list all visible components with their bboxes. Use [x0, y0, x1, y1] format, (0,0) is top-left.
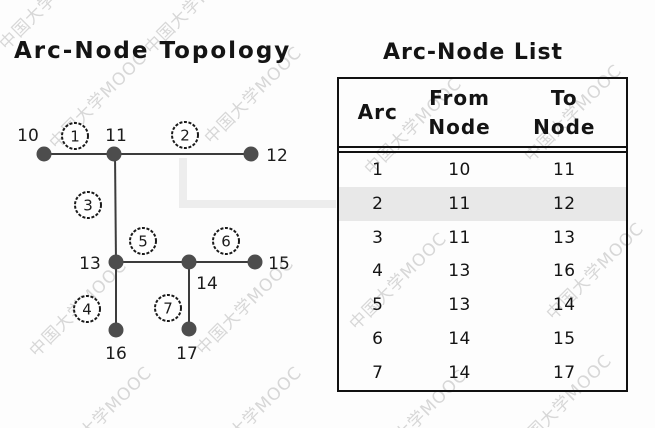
- node-12-dot: [243, 146, 259, 162]
- arc-7-circle: [154, 294, 182, 322]
- table-row: 3 11 13: [339, 221, 626, 255]
- arc-1-badge: 1: [61, 122, 89, 150]
- cell-from: 11: [448, 227, 471, 248]
- cell-to: 12: [552, 193, 576, 214]
- header-from-node: From Node: [416, 79, 502, 146]
- node-17-dot: [181, 321, 197, 337]
- arc-6-badge: 6: [212, 227, 240, 255]
- arc-6-circle: [212, 227, 240, 255]
- arc-node-table: Arc From Node To Node 1 10 11 2 11 12: [337, 77, 628, 392]
- node-13-dot: [108, 254, 124, 270]
- table-row: 4 13 16: [339, 255, 626, 289]
- node-10-dot: [36, 146, 52, 162]
- arc-3-circle: [74, 191, 102, 219]
- node-16-dot: [108, 322, 124, 338]
- cell-to: 15: [552, 329, 576, 350]
- arc-1-number: 1: [70, 128, 80, 146]
- arc-node-list-title: Arc-Node List: [383, 40, 564, 65]
- node-15-dot: [247, 254, 263, 270]
- arc-1-circle: [61, 122, 89, 150]
- node-dots: [36, 146, 263, 338]
- arc-2-badge: 2: [171, 121, 199, 149]
- arc-7-number: 7: [163, 300, 173, 318]
- edge-11-13: [114, 153, 117, 263]
- table-row-highlighted: 2 11 12: [339, 186, 626, 221]
- arc-5-number: 5: [138, 233, 148, 251]
- header-arc: Arc: [339, 79, 416, 146]
- cell-from: 13: [448, 295, 471, 316]
- cell-from: 10: [448, 159, 471, 180]
- table-body: 1 10 11 2 11 12 3 11 13 4 13 16 5 13: [339, 153, 626, 390]
- cell-to: 11: [552, 159, 576, 180]
- table-row: 1 10 11: [339, 153, 626, 187]
- node-11-label: 11: [105, 126, 127, 146]
- topology-title: Arc-Node Topology: [14, 38, 292, 64]
- cell-arc: 6: [372, 329, 384, 350]
- arc-3-number: 3: [83, 197, 93, 215]
- header-arc-label: Arc: [357, 100, 398, 124]
- cell-arc: 7: [372, 363, 384, 384]
- arc-4-number: 4: [82, 301, 92, 319]
- table-row: 5 13 14: [339, 288, 626, 322]
- cell-from: 11: [448, 193, 471, 214]
- cell-arc: 3: [372, 227, 384, 248]
- node-11-dot: [106, 146, 122, 162]
- callout-connector: [179, 158, 336, 208]
- arc-badges: 1 2 3 4 5 6 7: [61, 121, 240, 323]
- arc-2-number: 2: [180, 127, 190, 145]
- cell-arc: 1: [372, 159, 384, 180]
- header-from-line2: Node: [428, 114, 491, 139]
- node-14-dot: [181, 254, 197, 270]
- cell-arc: 5: [372, 295, 384, 316]
- node-16-label: 16: [105, 344, 127, 364]
- header-to-line2: Node: [533, 114, 596, 139]
- header-from-line1: From: [429, 85, 490, 110]
- cell-to: 14: [552, 295, 576, 316]
- arc-7-badge: 7: [154, 294, 182, 322]
- arc-4-circle: [73, 295, 101, 323]
- arc-2-circle: [171, 121, 199, 149]
- cell-from: 14: [448, 329, 471, 350]
- node-13-label: 13: [79, 254, 101, 274]
- cell-to: 16: [552, 261, 576, 282]
- table-header: Arc From Node To Node: [339, 79, 626, 146]
- arc-3-badge: 3: [74, 191, 102, 219]
- arc-6-number: 6: [221, 233, 231, 251]
- node-15-label: 15: [268, 254, 290, 274]
- cell-to: 13: [552, 227, 576, 248]
- node-17-label: 17: [176, 344, 198, 364]
- node-14-label: 14: [196, 274, 218, 294]
- header-to-line1: To: [550, 85, 578, 110]
- cell-from: 14: [448, 363, 471, 384]
- arc-edges: [44, 153, 255, 330]
- node-12-label: 12: [266, 146, 288, 166]
- cell-from: 13: [448, 261, 471, 282]
- table-row: 6 14 15: [339, 322, 626, 356]
- cell-arc: 2: [372, 193, 384, 214]
- arc-5-badge: 5: [129, 227, 157, 255]
- header-double-rule: [339, 146, 626, 153]
- cell-arc: 4: [372, 261, 384, 282]
- arc-5-circle: [129, 227, 157, 255]
- node-10-label: 10: [17, 126, 39, 146]
- table-row: 7 14 17: [339, 356, 626, 390]
- arc-4-badge: 4: [73, 295, 101, 323]
- header-to-node: To Node: [503, 79, 626, 146]
- cell-to: 17: [552, 363, 576, 384]
